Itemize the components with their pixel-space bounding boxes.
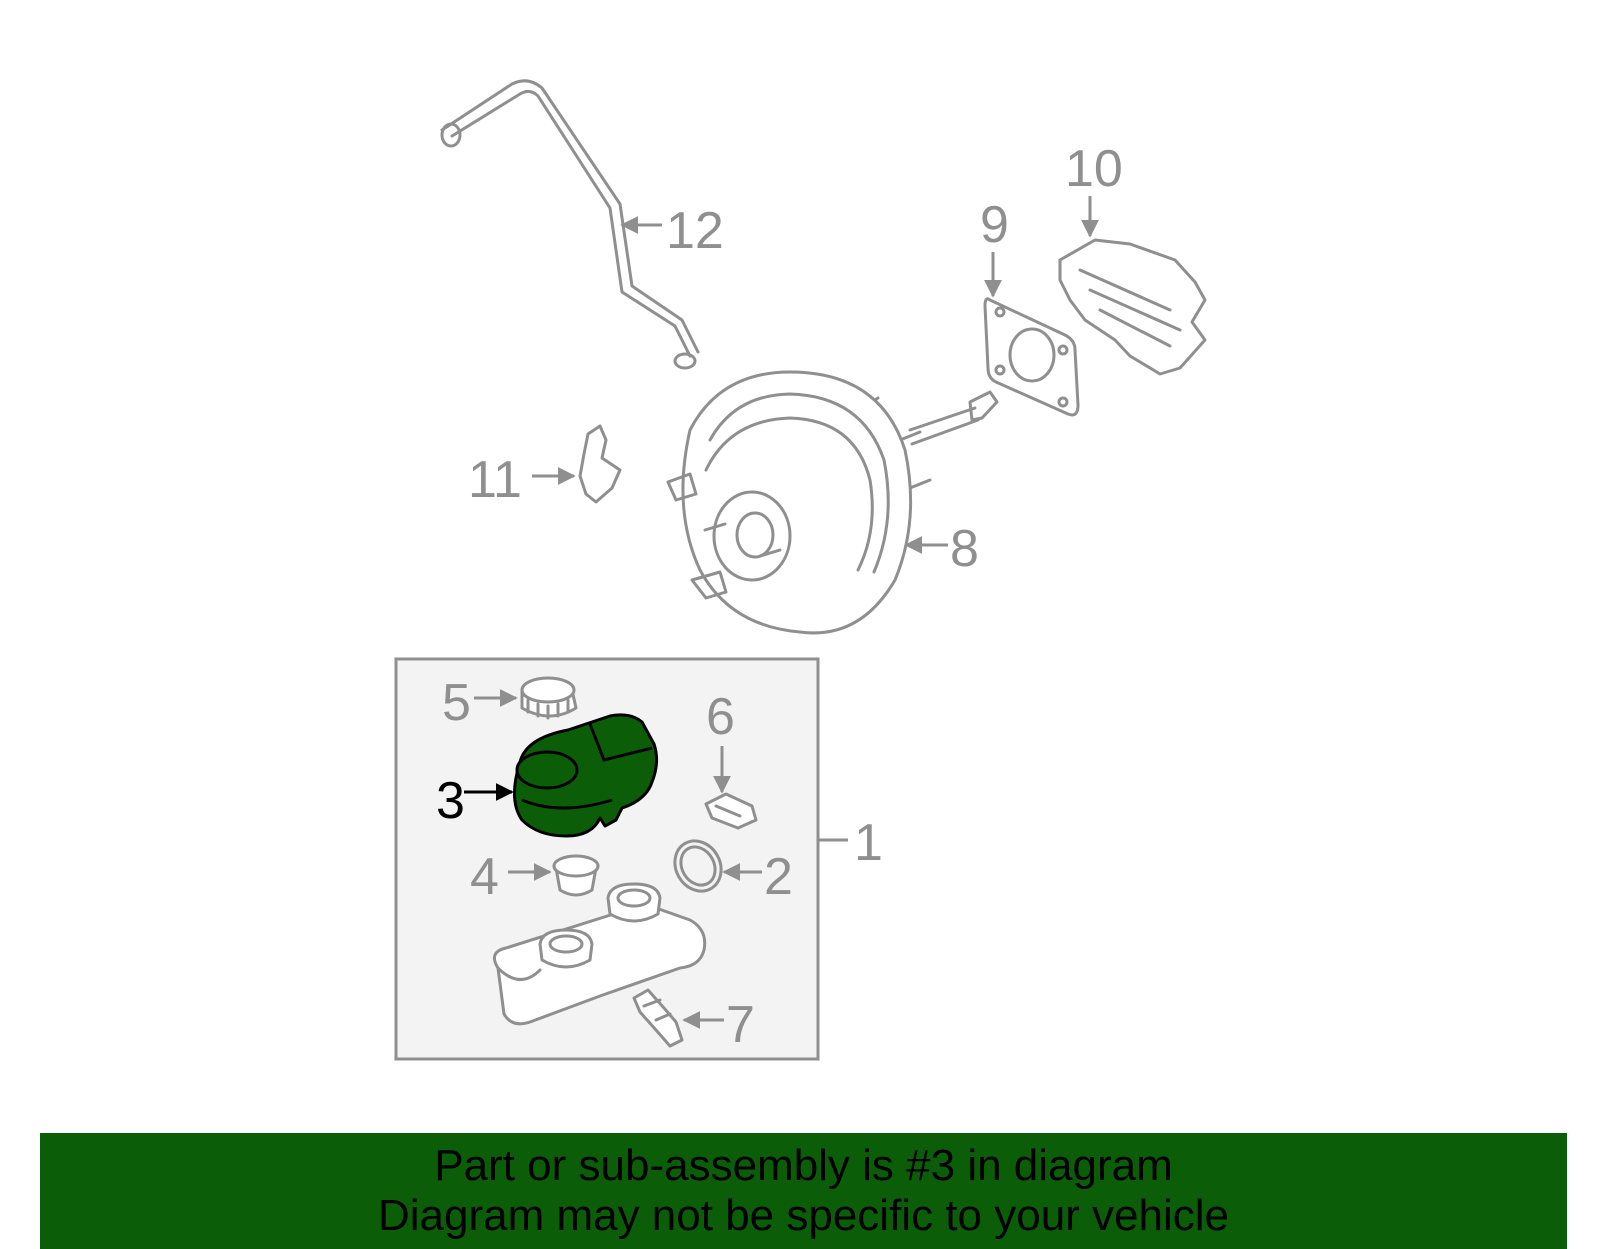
callout-12-label: 12 [666,202,724,260]
callout-1: 1 [818,814,883,872]
callout-8: 8 [904,520,979,578]
part-2-o-ring [673,839,723,893]
callout-1-label: 1 [854,814,883,872]
part-5-reservoir-cap [520,676,578,720]
callout-6: 6 [706,688,735,794]
callout-10: 10 [1065,140,1123,238]
callout-11-label: 11 [468,451,522,509]
part-10-insulator [1058,238,1207,376]
callout-4-label: 4 [470,848,499,906]
callout-7-label: 7 [726,996,755,1054]
banner-line-2: Diagram may not be specific to your vehi… [377,1191,1230,1240]
callout-9-label: 9 [980,196,1009,254]
part-12-vacuum-hose [440,79,700,370]
banner-line-1: Part or sub-assembly is #3 in diagram [434,1141,1173,1190]
part-3-reservoir [513,713,659,838]
callout-4: 4 [470,848,552,906]
part-6-pin [704,792,758,830]
part-8-brake-booster [666,370,999,635]
master-cylinder-body [492,882,707,1026]
callout-5: 5 [442,674,518,732]
callout-2-label: 2 [764,848,793,906]
callout-3-label: 3 [436,772,465,830]
callout-11: 11 [468,451,576,509]
callout-12: 12 [620,202,724,260]
callout-3: 3 [436,772,514,830]
part-9-gasket [983,297,1080,417]
callout-7: 7 [682,996,755,1054]
callout-2: 2 [722,848,793,906]
info-banner: Part or sub-assembly is #3 in diagram Di… [40,1133,1567,1249]
part-4-grommet [552,854,600,897]
callout-8-label: 8 [950,520,979,578]
callout-9: 9 [980,196,1009,298]
callout-6-label: 6 [706,688,735,746]
callout-5-label: 5 [442,674,471,732]
part-7-sensor [632,988,684,1048]
part-11-clip [578,424,622,504]
callout-10-label: 10 [1065,140,1123,198]
